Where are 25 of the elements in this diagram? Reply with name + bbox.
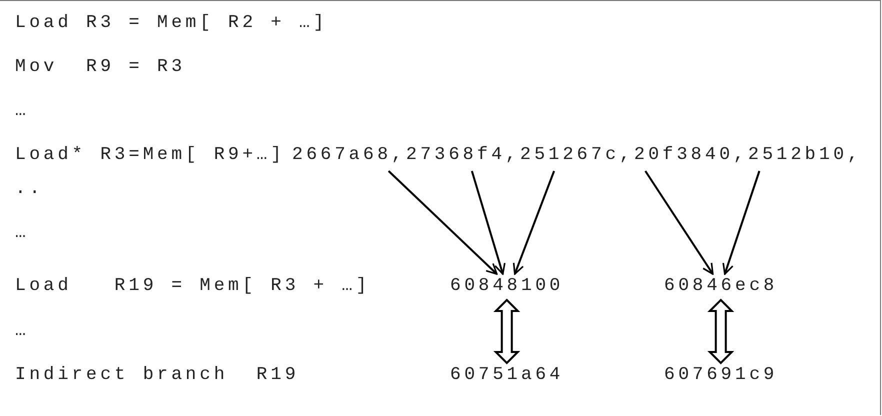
arrow <box>644 170 714 275</box>
double-arrow <box>493 298 520 364</box>
code-line: Mov R9 = R3 <box>15 56 186 78</box>
hex-address: 60846ec8 <box>664 275 778 297</box>
hex-address: 60848100 <box>450 275 564 297</box>
arrow <box>388 170 498 275</box>
hex-address: 251267c, <box>520 144 634 166</box>
arrow <box>512 170 556 275</box>
hex-address: 60751a64 <box>450 364 564 386</box>
code-line: Indirect branch R19 <box>15 364 300 386</box>
code-line: … <box>15 100 30 122</box>
arrow <box>470 170 506 275</box>
double-arrow <box>707 298 734 364</box>
hex-address: 2512b10, <box>748 144 862 166</box>
hex-address: 27368f4, <box>406 144 520 166</box>
hex-address: 2667a68, <box>292 144 406 166</box>
code-line: .. <box>15 178 44 200</box>
hex-address: 607691c9 <box>664 364 778 386</box>
code-line: Load R19 = Mem[ R3 + …] <box>15 275 370 297</box>
code-line: … <box>15 222 30 244</box>
hex-address: 20f3840, <box>634 144 748 166</box>
arrow <box>722 170 760 275</box>
code-line: … <box>15 320 30 342</box>
code-line: Load R3 = Mem[ R2 + …] <box>15 12 328 34</box>
code-line: Load* R3=Mem[ R9+…] <box>15 144 285 166</box>
